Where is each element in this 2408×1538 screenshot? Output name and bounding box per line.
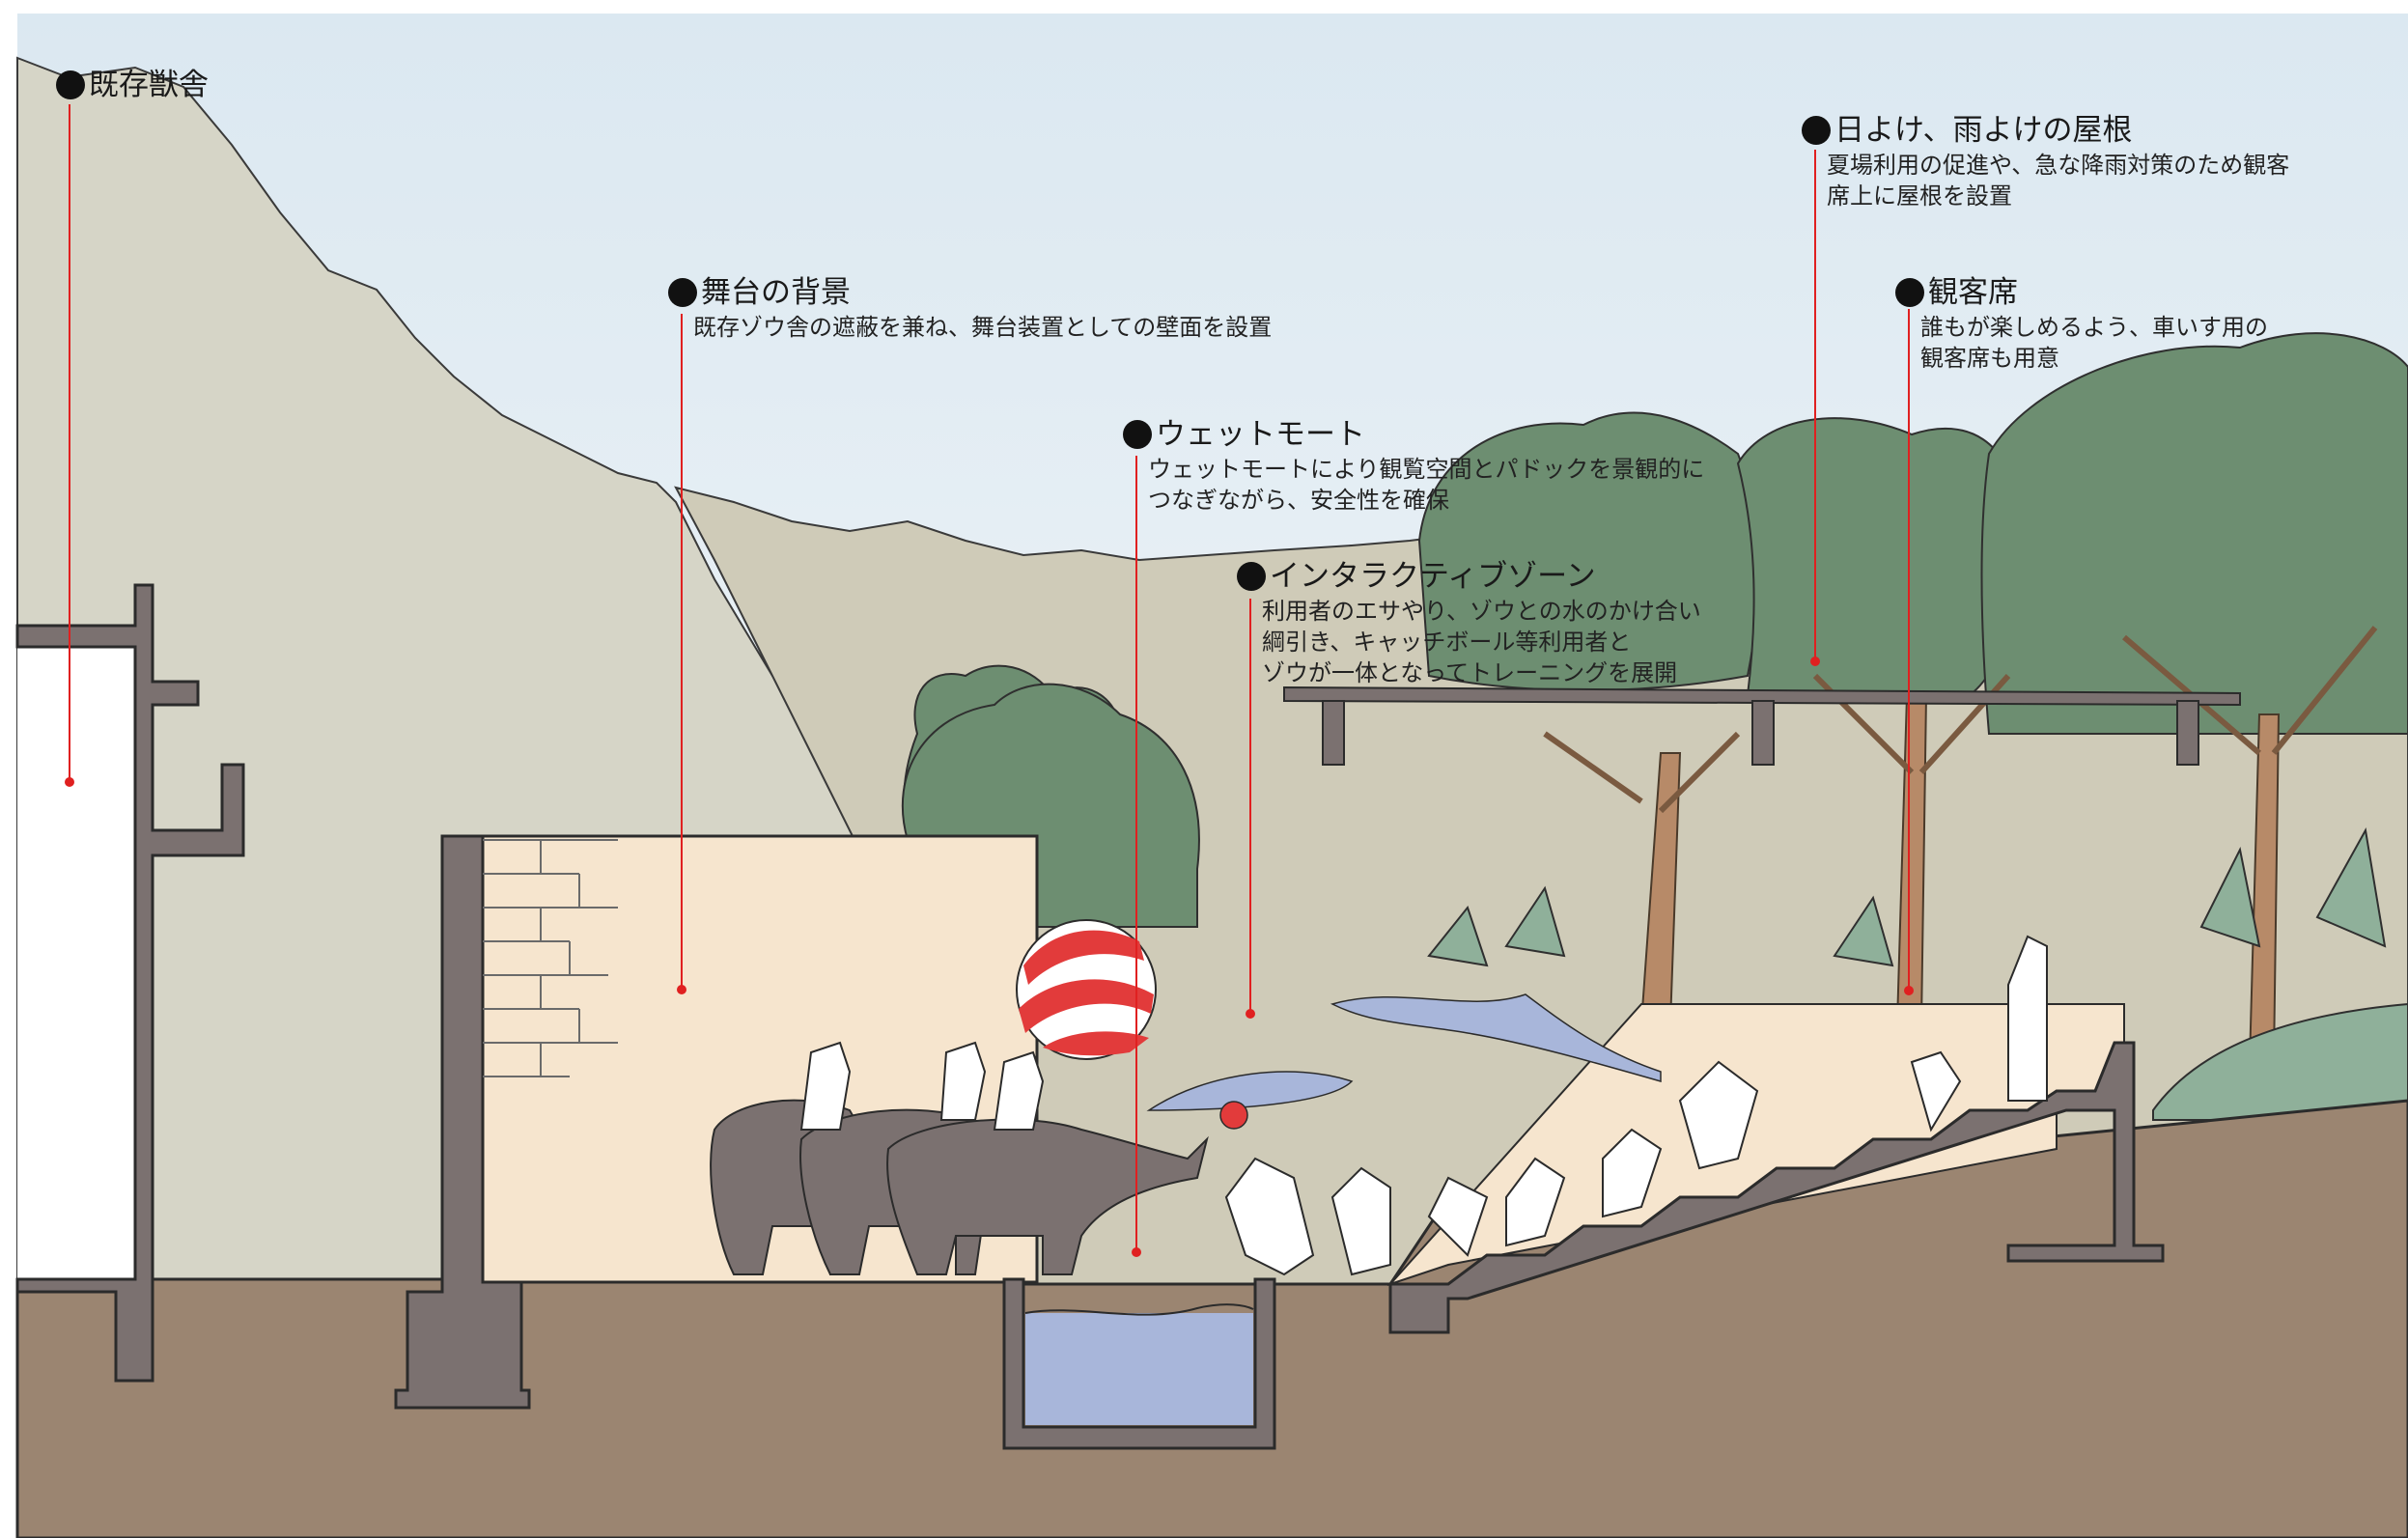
annotation-description: 席上に屋根を設置	[1827, 182, 2012, 210]
bullet-dot	[668, 278, 697, 307]
bullet-dot	[56, 70, 85, 99]
annotation-title: 観客席	[1928, 275, 2018, 310]
annotation-title: 既存獣舎	[89, 68, 209, 102]
annotation-description: つなぎながら、安全性を確保	[1148, 487, 1449, 514]
elephants-and-keepers	[710, 919, 2048, 1276]
bullet-dot	[1237, 562, 1266, 591]
wet-moat-structure	[1002, 1277, 1276, 1450]
bullet-dot	[1802, 116, 1831, 145]
roof-structure	[1283, 685, 2241, 766]
existing-house-structure	[15, 583, 245, 1383]
bullet-dot	[1123, 420, 1152, 449]
annotation-description: ゾウが一体となってトレーニングを展開	[1262, 659, 1678, 686]
annotation-description: 綱引き、キャッチボール等利用者と	[1262, 629, 1632, 656]
annotation-stage-backdrop: 舞台の背景 既存ゾウ舎の遮蔽を兼ね、舞台装置としての壁面を設置	[668, 273, 1272, 343]
annotation-title: インタラクティブゾーン	[1270, 559, 1596, 594]
annotation-description: 既存ゾウ舎の遮蔽を兼ね、舞台装置としての壁面を設置	[693, 314, 1273, 341]
annotation-existing-house: 既存獣舎	[56, 66, 209, 104]
annotation-roof: 日よけ、雨よけの屋根 夏場利用の促進や、急な降雨対策のため観客 席上に屋根を設置	[1802, 111, 2289, 211]
annotation-title: 舞台の背景	[701, 275, 851, 310]
annotation-wet-moat: ウェットモート ウェットモートにより観覧空間とパドックを景観的に つなぎながら、…	[1123, 415, 1704, 516]
annotation-interactive-zone: インタラクティブゾーン 利用者のエサやり、ゾウとの水のかけ合い 綱引き、キャッチ…	[1237, 557, 1701, 688]
annotation-description: 誰もが楽しめるよう、車いす用の	[1920, 314, 2268, 341]
leader-lines	[65, 104, 1914, 1257]
annotation-title: 日よけ、雨よけの屋根	[1834, 113, 2133, 148]
annotation-description: 観客席も用意	[1920, 345, 2059, 372]
annotation-description: 夏場利用の促進や、急な降雨対策のため観客	[1827, 152, 2290, 179]
annotation-description: 利用者のエサやり、ゾウとの水のかけ合い	[1262, 598, 1701, 625]
bullet-dot	[1895, 278, 1924, 307]
annotation-title: ウェットモート	[1156, 417, 1365, 452]
annotation-seating: 観客席 誰もが楽しめるよう、車いす用の 観客席も用意	[1895, 273, 2268, 374]
annotation-description: ウェットモートにより観覧空間とパドックを景観的に	[1148, 456, 1705, 483]
